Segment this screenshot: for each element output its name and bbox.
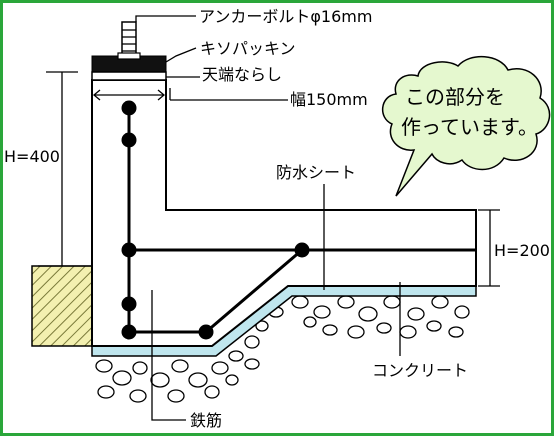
callout-line-1: この部分を [405, 85, 505, 109]
top-leveling-label: 天端ならし [202, 65, 282, 84]
rebar-label: 鉄筋 [190, 411, 222, 430]
top-leveling-layer [91, 71, 167, 81]
height-400-dimension [38, 71, 92, 267]
speech-bubble [382, 55, 551, 197]
callout-line-2: 作っています。 [401, 115, 538, 139]
bolt-washer [117, 52, 141, 60]
waterproof-sheet-label: 防水シート [276, 163, 356, 182]
kiso-packing-label: キソパッキン [200, 39, 296, 58]
rebar-dots [121, 100, 310, 340]
gravel [95, 295, 470, 403]
concrete-foundation [91, 79, 477, 347]
anchor-bolt-label: アンカーボルトφ16mm [199, 7, 372, 26]
width-dimension [91, 88, 167, 102]
foundation-diagram: アンカーボルトφ16mm キソパッキン 天端ならし 幅150mm H=400 H… [4, 7, 551, 430]
height-200-dimension [478, 209, 500, 287]
height-200-label: H=200 [494, 241, 550, 260]
width-label: 幅150mm [290, 90, 368, 109]
height-400-label: H=400 [4, 147, 60, 166]
earth-hatch [31, 265, 93, 347]
leader-lines [135, 15, 401, 421]
concrete-label: コンクリート [372, 361, 468, 380]
